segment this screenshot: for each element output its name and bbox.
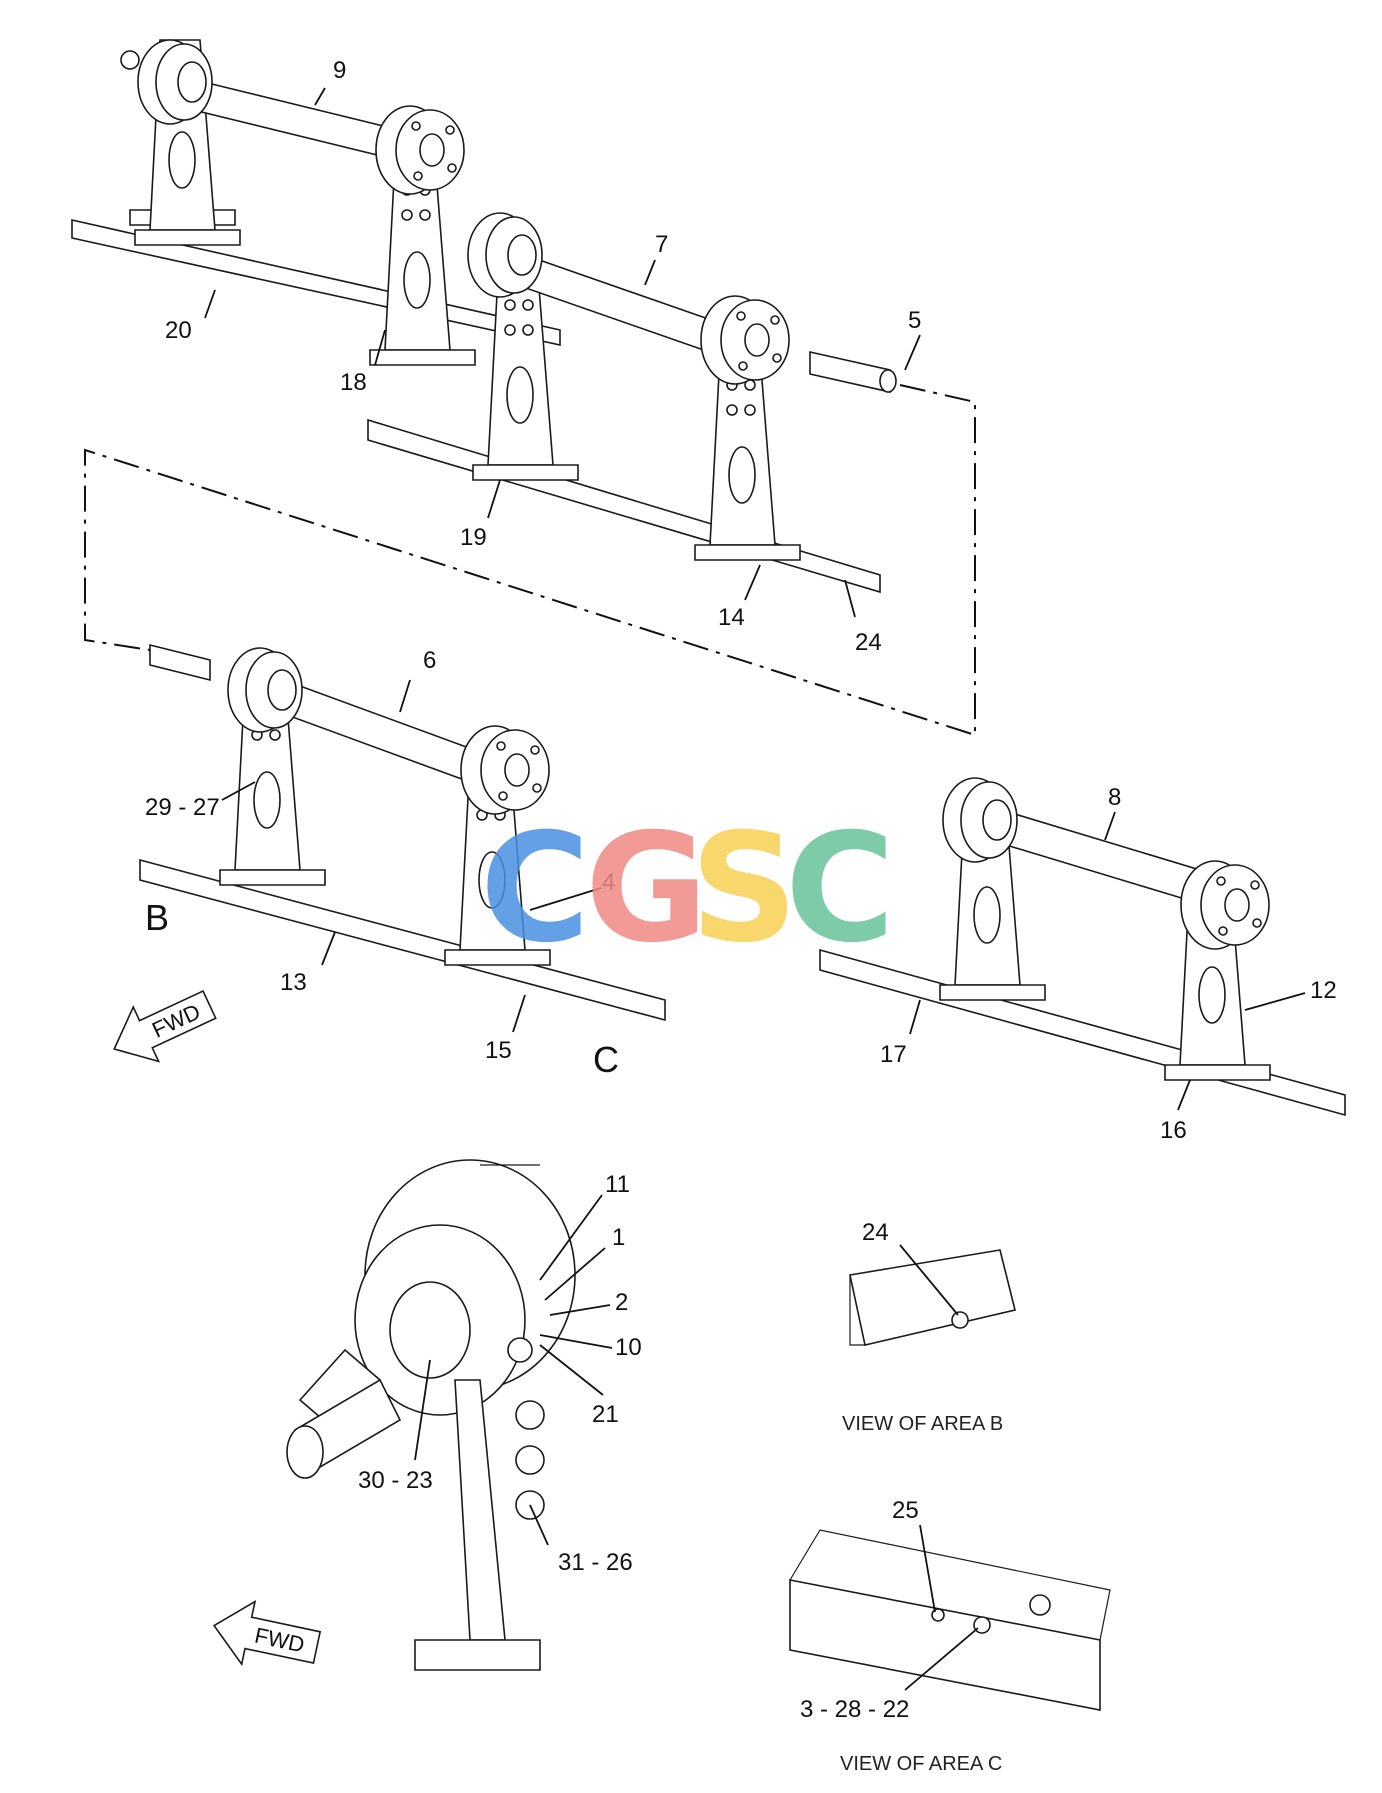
callout-3-28-22: 3 - 28 - 22: [800, 1696, 909, 1723]
callout-14: 14: [718, 604, 745, 631]
view-b-caption: VIEW OF AREA B: [842, 1413, 1003, 1435]
detail-bearing-assembly: [286, 1159, 576, 1671]
fwd-arrow-bottom: FWD: [212, 1599, 322, 1667]
view-b-block: [849, 1249, 1016, 1346]
callout-29-27: 29 - 27: [145, 794, 220, 821]
area-label-c: C: [593, 1039, 619, 1080]
shaft-assembly-6: [139, 643, 666, 1022]
view-c-caption: VIEW OF AREA C: [840, 1753, 1002, 1775]
callout-view-b-24: 24: [862, 1219, 889, 1246]
watermark-letter-3: S: [690, 802, 798, 976]
area-label-b: B: [145, 897, 169, 938]
callout-15: 15: [485, 1037, 512, 1064]
callout-30-23: 30 - 23: [358, 1467, 433, 1494]
cgsc-watermark: C G S C: [480, 802, 895, 976]
callout-view-c-25: 25: [892, 1497, 919, 1524]
watermark-letter-1: C: [480, 802, 590, 976]
callout-12: 12: [1310, 977, 1337, 1004]
callout-4: 4: [602, 869, 615, 896]
callout-21: 21: [592, 1401, 619, 1428]
callout-6: 6: [423, 647, 436, 674]
callout-31-26: 31 - 26: [558, 1549, 633, 1576]
callout-16: 16: [1160, 1117, 1187, 1144]
callout-2: 2: [615, 1289, 628, 1316]
callout-11: 11: [605, 1171, 630, 1198]
watermark-letter-2: G: [585, 802, 708, 976]
callout-8: 8: [1108, 784, 1121, 811]
connection-lines: [84, 384, 976, 737]
callout-7: 7: [655, 231, 668, 258]
callout-5: 5: [908, 307, 921, 334]
view-c-block: [789, 1529, 1111, 1711]
callout-13: 13: [280, 969, 307, 996]
callout-1: 1: [612, 1224, 625, 1251]
leader-lines: [204, 87, 1306, 1691]
callout-20: 20: [165, 317, 192, 344]
shaft-assembly-9: [71, 39, 561, 366]
callout-18: 18: [340, 369, 367, 396]
callout-10: 10: [615, 1334, 642, 1361]
fwd-arrow-top: FWD: [113, 989, 217, 1063]
shaft-assembly-8: [819, 777, 1346, 1117]
callout-9: 9: [333, 57, 346, 84]
shaft-assembly-7: [367, 212, 897, 594]
callout-24: 24: [855, 629, 882, 656]
callout-19: 19: [460, 524, 487, 551]
callout-labels: 9 7 5 20 18 19 14 24 6 29 - 27 4 13 15 8…: [145, 57, 1337, 1723]
watermark-letter-4: C: [785, 802, 895, 976]
callout-17: 17: [880, 1041, 907, 1068]
